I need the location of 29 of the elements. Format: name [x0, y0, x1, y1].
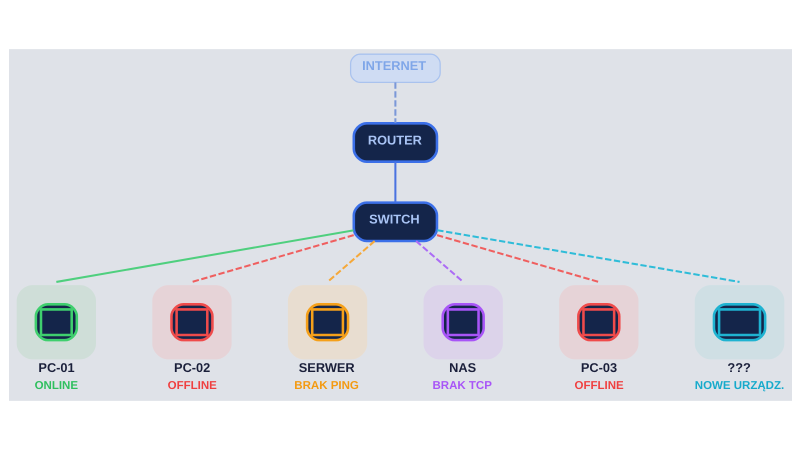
node-box [287, 285, 367, 360]
node-label: ONLINE [34, 380, 78, 392]
node-box [694, 285, 784, 360]
node-label: OFFLINE [167, 380, 216, 392]
connector [436, 229, 740, 283]
node-box [152, 285, 232, 360]
node-label: ??? [726, 360, 750, 376]
node-box [423, 285, 502, 360]
node-label: SERWER [298, 360, 354, 376]
node-label: NAS [448, 360, 476, 376]
connector [191, 234, 354, 283]
node-label: PC-01 [38, 360, 74, 376]
node-box: INTERNET [349, 54, 440, 83]
node-box [16, 285, 96, 360]
connector [326, 240, 375, 283]
node-box: SWITCH [352, 201, 438, 242]
connector [414, 240, 464, 283]
node-label: PC-02 [174, 360, 210, 376]
connector [394, 162, 396, 202]
node-box [558, 285, 638, 360]
connector [394, 82, 396, 123]
connector [436, 234, 599, 283]
node-label: PC-03 [580, 360, 617, 376]
connector [56, 229, 354, 283]
node-label: OFFLINE [574, 380, 624, 392]
node-label: BRAK PING [294, 380, 358, 392]
node-label: BRAK TCP [432, 380, 492, 392]
node-box: ROUTER [352, 122, 438, 163]
node-label: NOWE URZĄDZ. [694, 380, 784, 392]
